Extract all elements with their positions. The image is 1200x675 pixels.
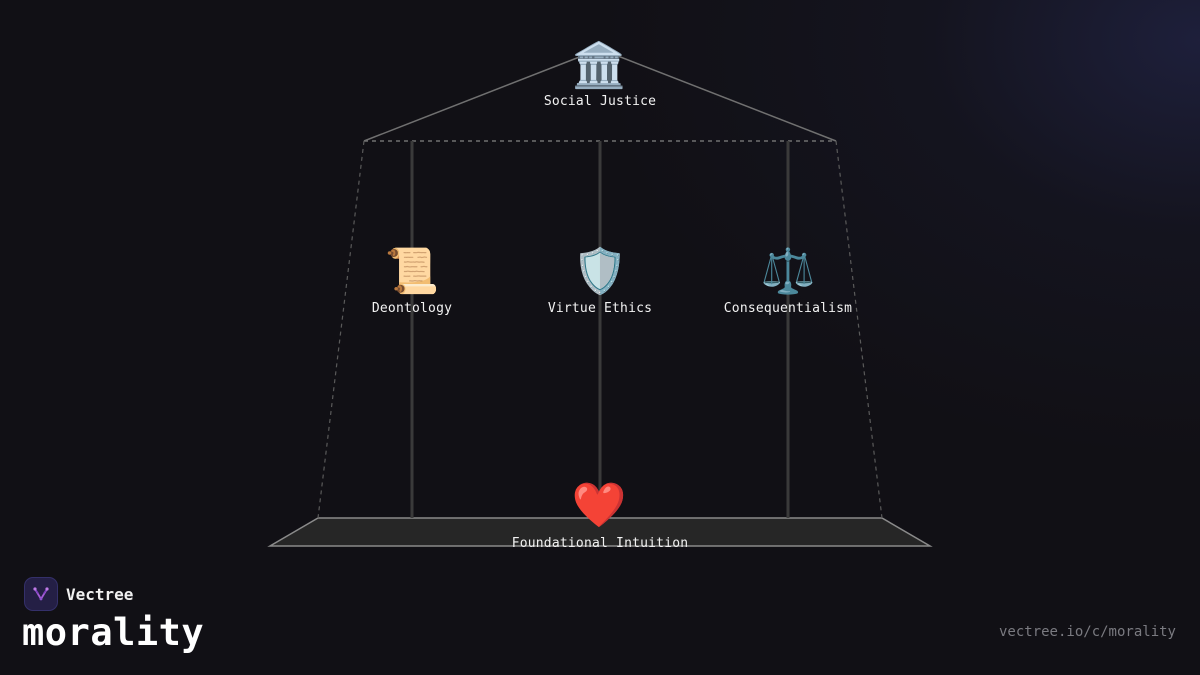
node-label: Social Justice: [544, 94, 656, 109]
node-social-justice[interactable]: 🏛️ Social Justice: [544, 40, 656, 109]
page-title: morality: [22, 611, 205, 654]
outer-right-edge: [835, 140, 883, 519]
roof-left-edge: [363, 48, 601, 142]
page-url[interactable]: vectree.io/c/morality: [998, 624, 1176, 640]
scales-icon: ⚖️: [761, 246, 816, 297]
brand[interactable]: Vectree: [24, 577, 133, 611]
shield-icon: 🛡️: [573, 246, 628, 297]
scroll-icon: 📜: [385, 246, 440, 297]
brand-name: Vectree: [66, 584, 134, 604]
vectree-logo-icon: [24, 577, 58, 611]
node-deontology[interactable]: 📜 Deontology: [372, 246, 452, 316]
node-label: Virtue Ethics: [548, 301, 652, 316]
outer-left-edge: [317, 140, 365, 519]
node-consequentialism[interactable]: ⚖️ Consequentialism: [724, 246, 852, 316]
heart-icon: ❤️: [572, 480, 627, 531]
node-virtue-ethics[interactable]: 🛡️ Virtue Ethics: [548, 246, 652, 316]
roof-right-edge: [599, 48, 837, 142]
node-foundational-intuition[interactable]: ❤️ Foundational Intuition: [512, 480, 689, 551]
node-label: Foundational Intuition: [512, 536, 689, 551]
classical-building-icon: 🏛️: [572, 40, 627, 91]
temple-base: [267, 517, 933, 547]
node-label: Deontology: [372, 301, 452, 316]
node-label: Consequentialism: [724, 301, 852, 316]
